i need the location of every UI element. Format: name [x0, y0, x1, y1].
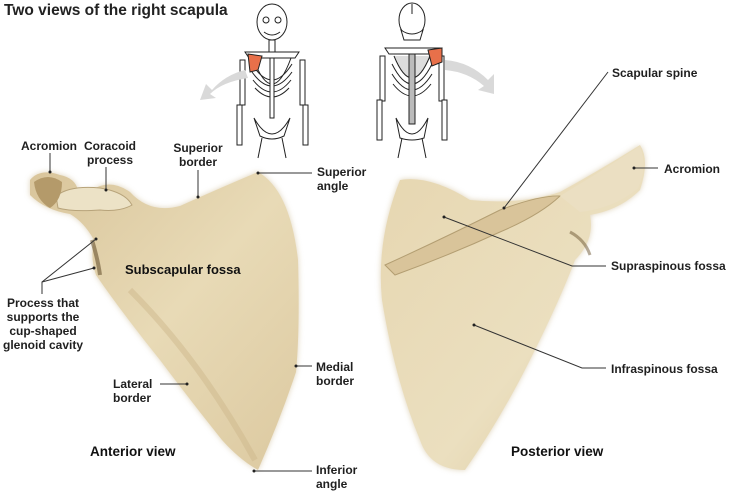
leader-lines	[41, 71, 658, 472]
label-superior-angle-line2: angle	[317, 179, 349, 193]
label-coracoid-process: Coracoid process	[82, 139, 138, 167]
label-medial-border-line2: border	[316, 374, 355, 388]
label-superior-angle-line1: Superior	[317, 165, 367, 179]
label-supraspinous-fossa: Supraspinous fossa	[611, 259, 726, 273]
label-superior-border-line1: Superior	[173, 141, 223, 155]
label-superior-border-line2: border	[178, 155, 217, 169]
label-lateral-border: Lateral border	[113, 377, 152, 405]
caption-anterior-view: Anterior view	[90, 444, 176, 459]
label-scapular-spine: Scapular spine	[612, 66, 698, 80]
label-inferior-angle-line2: angle	[316, 477, 348, 491]
label-acromion-anterior: Acromion	[21, 139, 78, 153]
label-coracoid-line1: Coracoid	[83, 139, 136, 153]
label-glenoid-line1: Process that	[6, 296, 80, 310]
label-medial-border: Medial border	[316, 360, 354, 388]
skeleton-anterior-icon	[236, 3, 309, 159]
caption-posterior-view: Posterior view	[511, 444, 604, 459]
label-glenoid-process: Process that supports the cup-shaped gle…	[0, 296, 86, 352]
figure-title: Two views of the right scapula	[4, 2, 228, 19]
leader-dots	[48, 166, 636, 473]
label-glenoid-line3: cup-shaped	[9, 324, 77, 338]
label-medial-border-line1: Medial	[316, 360, 354, 374]
label-subscapular-fossa: Subscapular fossa	[125, 262, 241, 277]
anterior-scapula-bone	[30, 172, 299, 470]
label-coracoid-line2: process	[86, 153, 134, 167]
posterior-scapula-bone	[380, 145, 645, 470]
label-glenoid-line2: supports the	[6, 310, 80, 324]
curved-arrow-right-icon	[445, 60, 494, 94]
curved-arrow-left-icon	[200, 70, 248, 100]
label-superior-angle: Superior angle	[317, 165, 366, 193]
label-glenoid-line4: glenoid cavity	[2, 338, 84, 352]
label-lateral-border-line1: Lateral	[113, 377, 153, 391]
label-inferior-angle-line1: Inferior	[316, 463, 358, 477]
label-acromion-posterior: Acromion	[664, 162, 721, 176]
label-infraspinous-fossa: Infraspinous fossa	[611, 362, 718, 376]
skeleton-posterior-icon	[376, 2, 448, 159]
label-lateral-border-line2: border	[113, 391, 152, 405]
label-superior-border: Superior border	[170, 141, 226, 169]
label-inferior-angle: Inferior angle	[316, 463, 357, 491]
